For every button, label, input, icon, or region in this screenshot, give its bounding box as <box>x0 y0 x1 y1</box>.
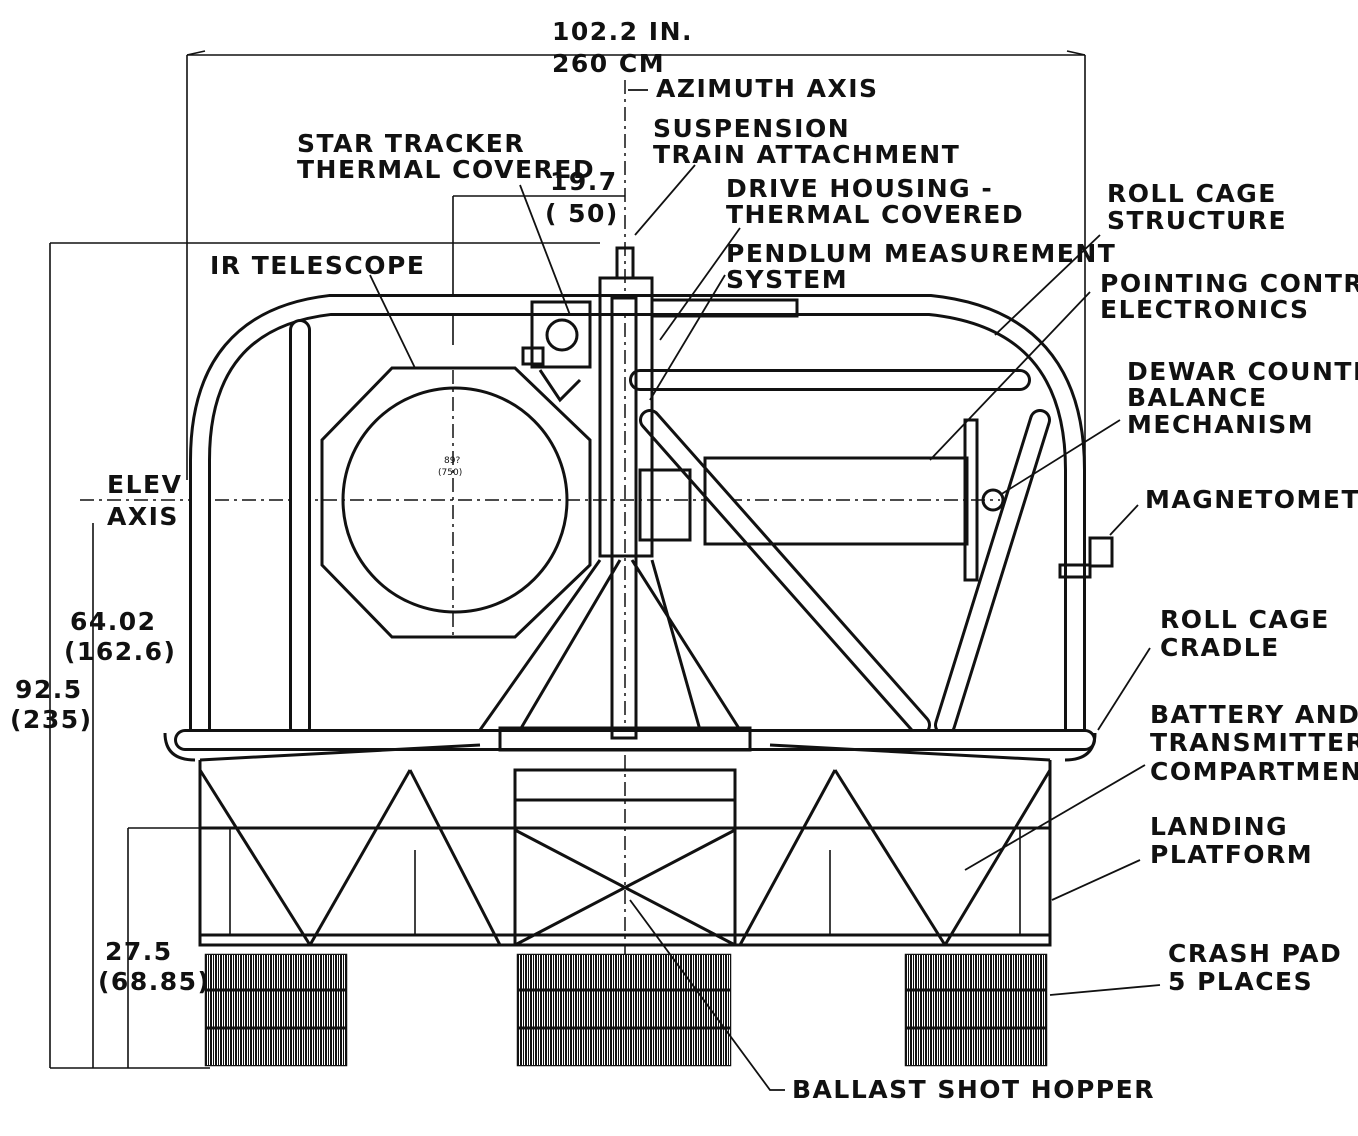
elev-height-cm: (162.6) <box>64 637 176 666</box>
crash-pad-label-2: 5 PLACES <box>1168 967 1313 996</box>
elev-axis-label-1: ELEV <box>107 470 182 499</box>
magnetometer-label: MAGNETOMETER <box>1145 485 1358 514</box>
star-tracker-label-2: THERMAL COVERED <box>297 155 595 184</box>
total-height-in: 92.5 <box>15 675 83 704</box>
roll-cage-cradle-label-1: ROLL CAGE <box>1160 605 1330 634</box>
ir-telescope-label: IR TELESCOPE <box>210 251 425 280</box>
overall-width-cm: 260 CM <box>552 49 665 78</box>
ir-telescope: 89? (750) <box>320 366 592 639</box>
roll-cage-cradle-label-2: CRADLE <box>1160 633 1280 662</box>
roll-cage-structure-label-2: STRUCTURE <box>1107 206 1287 235</box>
offset-in: 19.7 <box>550 167 618 196</box>
landing-platform-label-1: LANDING <box>1150 812 1288 841</box>
crash-pad-label-1: CRASH PAD <box>1168 939 1342 968</box>
azimuth-axis-label: AZIMUTH AXIS <box>656 74 879 103</box>
pendulum-label-1: PENDLUM MEASUREMENT <box>726 239 1116 268</box>
star-tracker-label-1: STAR TRACKER <box>297 129 525 158</box>
roll-cage-structure-label-1: ROLL CAGE <box>1107 179 1277 208</box>
labels: 102.2 IN. 260 CM AZIMUTH AXIS SUSPENSION… <box>10 17 1358 1104</box>
dewar-label-1: DEWAR COUNTER <box>1127 357 1358 386</box>
platform-height-in: 27.5 <box>105 937 173 966</box>
crash-pads <box>204 953 1048 1067</box>
battery-label-2: TRANSMITTER <box>1150 728 1358 757</box>
magnetometer-device <box>1058 536 1114 579</box>
star-tracker <box>521 300 592 403</box>
pendulum-label-2: SYSTEM <box>726 265 848 294</box>
dewar-label-2: BALANCE <box>1127 383 1268 412</box>
roll-cage <box>163 294 1097 762</box>
telescope-small-label-1: 89? <box>444 456 460 466</box>
elev-axis-label-2: AXIS <box>107 502 179 531</box>
battery-label-3: COMPARTMENTS <box>1150 757 1358 786</box>
pointing-control-label-2: ELECTRONICS <box>1100 295 1310 324</box>
suspension-label-2: TRAIN ATTACHMENT <box>653 140 960 169</box>
offset-cm: ( 50) <box>545 199 619 228</box>
total-height-cm: (235) <box>10 705 93 734</box>
overall-width-in: 102.2 IN. <box>552 17 693 46</box>
pointing-control-label-1: POINTING CONTROL <box>1100 269 1358 298</box>
dimension-lines <box>49 50 1086 1069</box>
drive-housing-label-2: THERMAL COVERED <box>726 200 1024 229</box>
dewar-label-3: MECHANISM <box>1127 410 1314 439</box>
central-mast <box>478 246 799 752</box>
drive-housing-label-1: DRIVE HOUSING - <box>726 174 993 203</box>
electronics-box <box>703 418 1005 582</box>
landing-platform-label-2: PLATFORM <box>1150 840 1313 869</box>
landing-platform <box>198 743 1052 947</box>
elev-height-in: 64.02 <box>70 607 157 636</box>
telescope-small-label-2: (750) <box>438 468 462 478</box>
leader-lines <box>369 89 1161 1091</box>
suspension-label-1: SUSPENSION <box>653 114 850 143</box>
ballast-hopper-label: BALLAST SHOT HOPPER <box>792 1075 1155 1104</box>
battery-label-1: BATTERY AND <box>1150 700 1358 729</box>
platform-height-cm: (68.85) <box>98 967 210 996</box>
